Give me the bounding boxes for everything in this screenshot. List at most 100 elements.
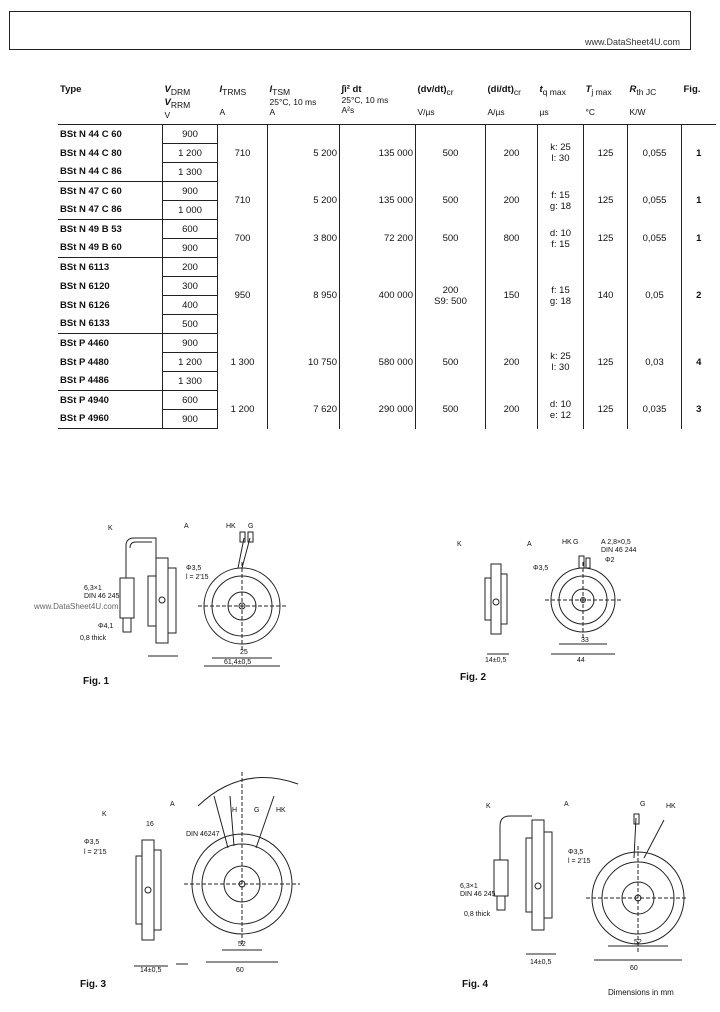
cell-type: BSt P 4480 bbox=[60, 356, 109, 368]
cell-rth: 0,055 bbox=[627, 124, 682, 182]
svg-text:A: A bbox=[184, 523, 189, 530]
cell-vdrm: 1 300 bbox=[162, 371, 218, 391]
svg-text:DIN 46247: DIN 46247 bbox=[186, 831, 220, 838]
svg-text:60: 60 bbox=[630, 965, 638, 972]
cell-type: BSt N 44 C 80 bbox=[60, 147, 122, 159]
svg-text:0,8 thick: 0,8 thick bbox=[80, 635, 107, 642]
cell-type: BSt P 4960 bbox=[58, 409, 163, 429]
watermark[interactable]: www.DataSheet4U.com bbox=[34, 602, 119, 611]
svg-text:25: 25 bbox=[240, 649, 248, 656]
tq-value: f: 15 bbox=[551, 238, 570, 250]
cell-type: BSt N 6126 bbox=[60, 299, 110, 311]
figure-1-caption: Fig. 1 bbox=[83, 676, 110, 687]
cell-rth: 0,035 bbox=[627, 390, 682, 429]
svg-text:14±0,5: 14±0,5 bbox=[140, 967, 161, 974]
cell-type: BSt N 49 B 60 bbox=[58, 238, 163, 258]
svg-text:G: G bbox=[254, 807, 259, 814]
svg-text:K: K bbox=[486, 803, 491, 810]
cell-type: BSt N 47 C 60 bbox=[60, 185, 122, 197]
svg-text:Φ3,5: Φ3,5 bbox=[568, 849, 583, 856]
svg-text:Φ3,5: Φ3,5 bbox=[533, 565, 548, 572]
cell-vdrm: 900 bbox=[162, 181, 218, 201]
tq-value: d: 10 bbox=[549, 227, 572, 239]
cell-type: BSt N 49 B 53 bbox=[60, 223, 122, 235]
cell-itrms: 710 bbox=[217, 124, 268, 182]
dimensions-note: Dimensions in mm bbox=[608, 988, 674, 997]
cell-fig: 1 bbox=[681, 181, 716, 220]
svg-text:52: 52 bbox=[238, 941, 246, 948]
cell-type: BSt P 4486 bbox=[58, 371, 163, 391]
svg-text:52: 52 bbox=[634, 939, 642, 946]
svg-text:A 2,8×0,5: A 2,8×0,5 bbox=[601, 539, 631, 546]
cell-fig: 1 bbox=[681, 124, 716, 182]
svg-text:HK: HK bbox=[276, 807, 286, 814]
col-vdrm: VDRM VRRM V bbox=[162, 84, 218, 125]
cell-itsm: 10 750 bbox=[267, 333, 340, 391]
cell-tj: 140 bbox=[583, 257, 628, 334]
svg-text:A: A bbox=[564, 801, 569, 808]
cell-type: BSt N 47 C 86 bbox=[58, 200, 163, 220]
svg-text:DIN 46 245: DIN 46 245 bbox=[84, 593, 120, 600]
svg-text:l = 2'15: l = 2'15 bbox=[186, 574, 209, 581]
svg-text:G: G bbox=[248, 523, 253, 530]
dvdt-value: 500 bbox=[442, 233, 459, 244]
tq-value: f: 15 bbox=[551, 189, 570, 201]
tq-value: l: 30 bbox=[551, 153, 570, 165]
col-dvdt: (dv/dt)cr V/µs bbox=[415, 84, 486, 125]
table-row: BSt P 4480 1 200 bbox=[58, 352, 716, 372]
cell-vdrm: 1 200 bbox=[162, 352, 218, 372]
svg-text:G: G bbox=[640, 801, 645, 808]
cell-tj: 125 bbox=[583, 124, 628, 182]
svg-text:l = 2'15: l = 2'15 bbox=[84, 849, 107, 856]
svg-text:14±0,5: 14±0,5 bbox=[485, 657, 506, 664]
table-header-row: Type VDRM VRRM V ITRMS A ITSM 25°C, 10 m… bbox=[58, 84, 716, 125]
figure-2-drawing: K A HK G A 2,8×0,5 DIN 46 244 Φ2 Φ3,5 33… bbox=[457, 539, 637, 664]
cell-vdrm: 900 bbox=[162, 124, 218, 144]
col-itsm: ITSM 25°C, 10 ms A bbox=[267, 84, 340, 125]
cell-dvdt: 500 bbox=[415, 124, 486, 182]
tq-value: l: 30 bbox=[551, 362, 570, 373]
figure-1-drawing: K A HK G 6,3×1 DIN 46 245 Φ4,1 0,8 thick… bbox=[80, 523, 286, 667]
svg-text:60: 60 bbox=[236, 967, 244, 974]
cell-vdrm: 900 bbox=[162, 409, 218, 429]
cell-i2t: 400 000 bbox=[339, 257, 416, 334]
svg-text:H: H bbox=[232, 807, 237, 814]
svg-text:61,4±0,5: 61,4±0,5 bbox=[224, 659, 251, 666]
figure-2-caption: Fig. 2 bbox=[460, 672, 487, 683]
cell-i2t: 135 000 bbox=[339, 124, 416, 182]
svg-text:Φ2: Φ2 bbox=[605, 557, 615, 564]
dvdt-value: 200 bbox=[442, 284, 459, 296]
site-url[interactable]: www.DataSheet4U.com bbox=[584, 37, 680, 47]
cell-fig: 2 bbox=[681, 257, 716, 334]
cell-didt: 150 bbox=[485, 257, 538, 334]
svg-text:DIN 46 245: DIN 46 245 bbox=[460, 891, 496, 898]
dvdt-value: 500 bbox=[442, 404, 459, 415]
svg-text:K: K bbox=[108, 525, 113, 532]
cell-dvdt: 500 bbox=[415, 333, 486, 391]
tq-value: d: 10 bbox=[549, 398, 572, 410]
cell-vdrm: 200 bbox=[162, 257, 218, 277]
cell-itsm: 5 200 bbox=[267, 124, 340, 182]
col-fig: Fig. bbox=[681, 84, 716, 125]
cell-dvdt: 500 bbox=[415, 219, 486, 258]
cell-type: BSt P 4460 bbox=[60, 337, 109, 349]
svg-text:K: K bbox=[457, 541, 462, 548]
cell-type: BSt N 6120 bbox=[60, 280, 110, 292]
svg-text:14±0,5: 14±0,5 bbox=[530, 959, 551, 966]
svg-text:l = 2'15: l = 2'15 bbox=[568, 858, 591, 865]
cell-dvdt: 500 bbox=[415, 181, 486, 220]
cell-itsm: 5 200 bbox=[267, 181, 340, 220]
cell-rth: 0,05 bbox=[627, 257, 682, 334]
